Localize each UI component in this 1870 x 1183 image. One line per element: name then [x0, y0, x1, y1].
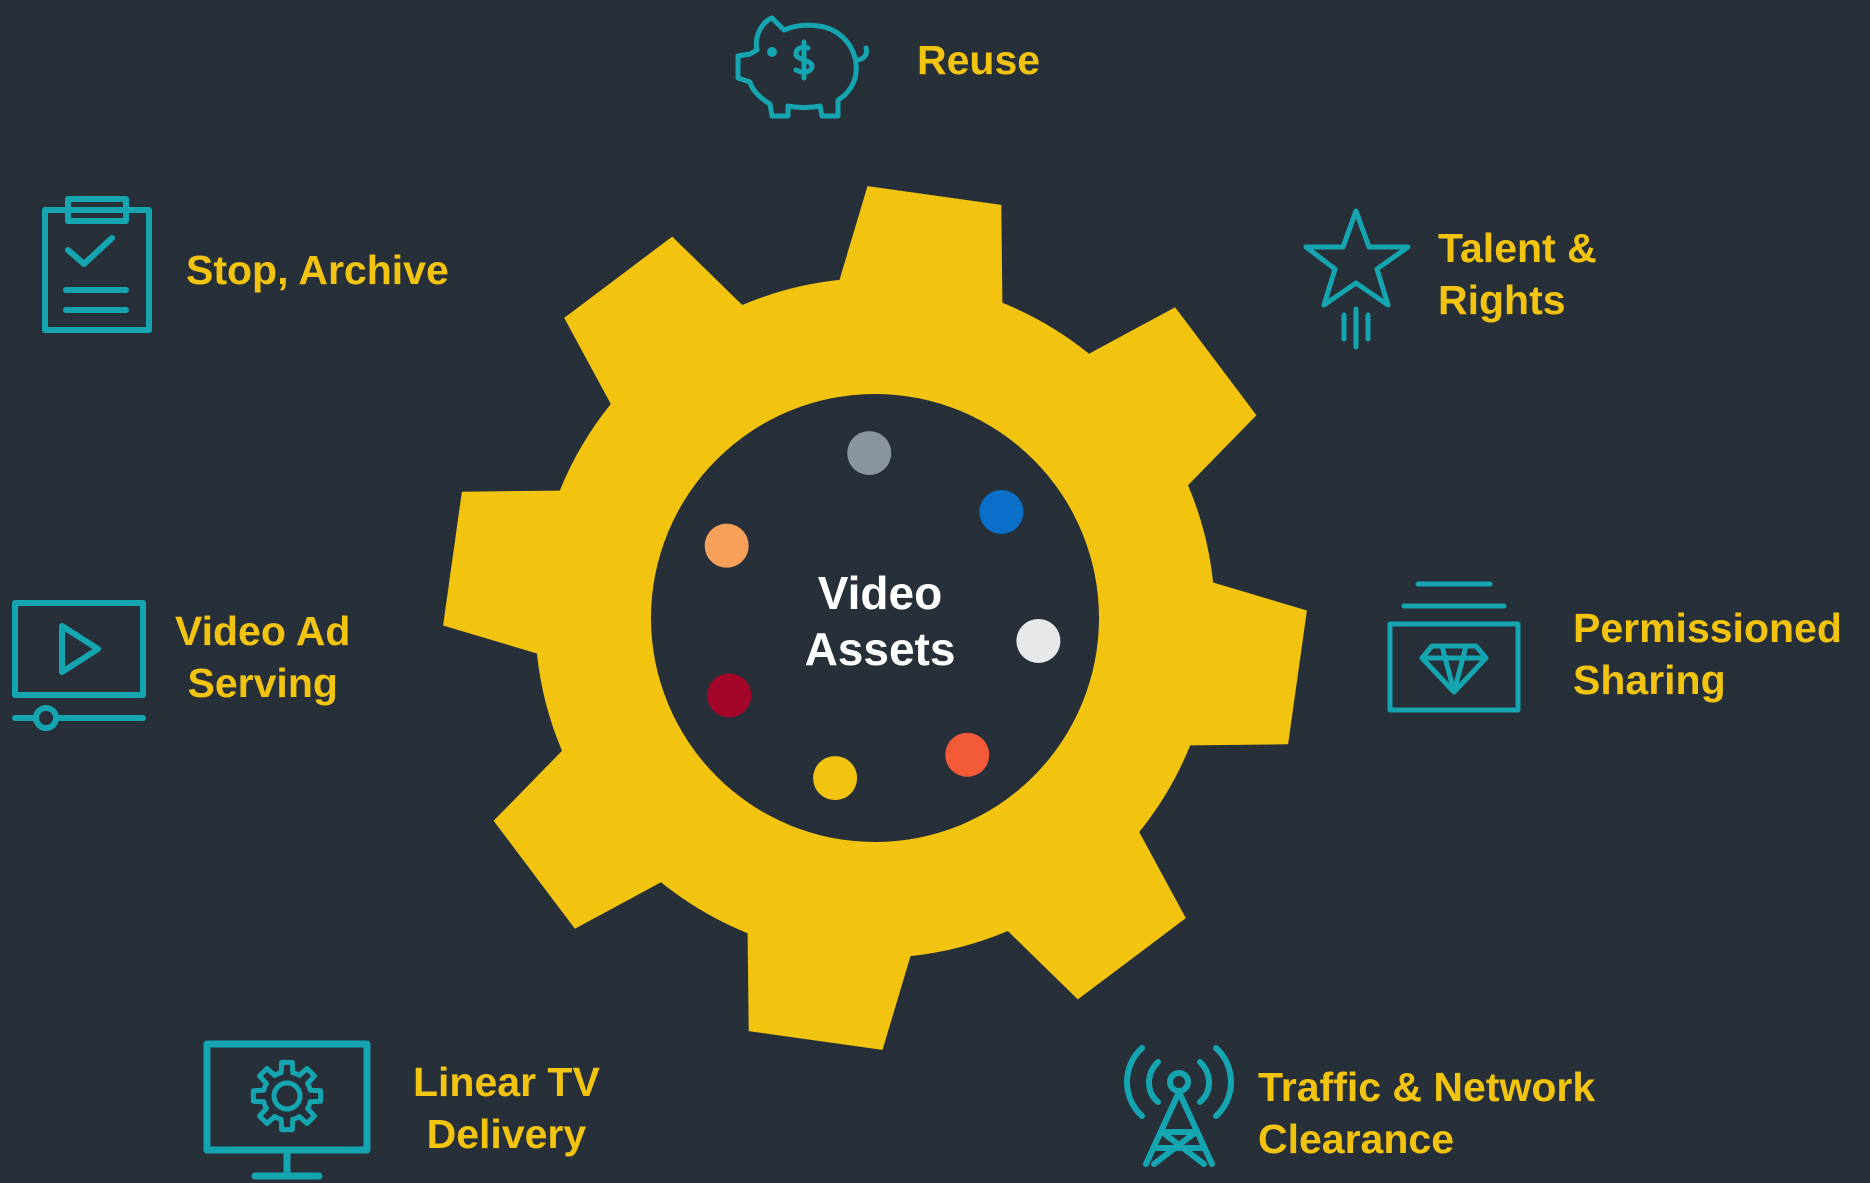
center-line-1: Video: [817, 567, 943, 619]
sharing-label: Permissioned Sharing: [1573, 602, 1842, 706]
monitor-gear-icon: [203, 1040, 371, 1183]
asset-dots: [704, 431, 1061, 801]
center-label: Video Assets: [780, 565, 980, 677]
asset-dot: [1016, 618, 1061, 663]
clipboard-check-icon: [42, 196, 152, 334]
video-player-icon: [12, 600, 148, 736]
reuse-line-1: Reuse: [917, 37, 1041, 83]
broadcast-tower-icon: [1118, 1036, 1240, 1168]
piggy-bank-icon: [732, 8, 872, 123]
talent-line-1: Talent &: [1438, 225, 1597, 271]
asset-dot: [707, 673, 752, 718]
asset-dot: [813, 756, 858, 801]
asset-dot: [979, 489, 1024, 534]
traffic-line-2: Clearance: [1258, 1116, 1455, 1162]
videoad-line-1: Video Ad: [175, 608, 351, 654]
talent-label: Talent & Rights: [1438, 222, 1597, 326]
linear-line-2: Delivery: [426, 1111, 587, 1157]
videoad-line-2: Serving: [187, 660, 338, 706]
asset-dot: [847, 431, 892, 476]
diamond-frame-icon: [1386, 580, 1522, 715]
stop-line-1: Stop, Archive: [186, 247, 449, 293]
talent-line-2: Rights: [1438, 277, 1566, 323]
reuse-label: Reuse: [917, 34, 1040, 86]
asset-dot: [704, 523, 749, 568]
sharing-line-2: Sharing: [1573, 657, 1726, 703]
traffic-label: Traffic & Network Clearance: [1258, 1061, 1595, 1165]
sharing-line-1: Permissioned: [1573, 605, 1842, 651]
traffic-line-1: Traffic & Network: [1258, 1064, 1596, 1110]
videoad-label: Video Ad Serving: [175, 605, 350, 709]
linear-label: Linear TV Delivery: [413, 1056, 600, 1160]
stop-label: Stop, Archive: [186, 244, 449, 296]
shooting-star-icon: [1303, 205, 1416, 350]
asset-dot: [945, 732, 990, 777]
center-line-2: Assets: [804, 623, 956, 675]
linear-line-1: Linear TV: [413, 1059, 600, 1105]
